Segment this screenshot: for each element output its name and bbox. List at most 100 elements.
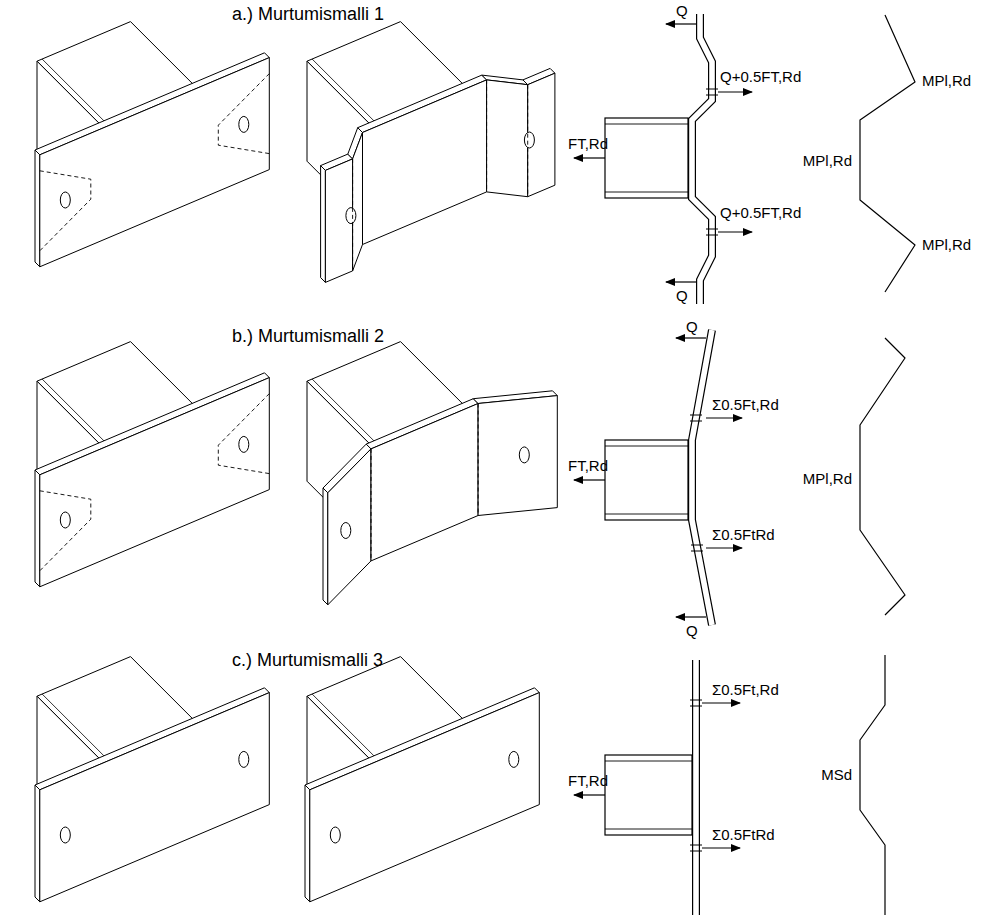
force-arrow <box>676 616 706 617</box>
force-arrow <box>702 702 740 703</box>
plate-front-face <box>328 449 371 605</box>
bolt-mark <box>706 95 718 96</box>
tube-wall-line <box>42 379 106 443</box>
force-label: Q+0.5FT,Rd <box>720 204 801 221</box>
plate-front-face <box>310 693 540 902</box>
yield-line <box>527 85 528 197</box>
panel-title: a.) Murtumismalli 1 <box>232 4 384 25</box>
bolt-mark <box>690 415 702 416</box>
yield-line <box>486 80 487 192</box>
force-arrow <box>706 547 742 548</box>
bolt-hole <box>239 116 249 132</box>
yield-line <box>362 133 363 245</box>
tube-wall-line <box>42 694 106 758</box>
bolt-mark <box>706 89 718 90</box>
force-label: MPl,Rd <box>922 72 971 89</box>
force-label: MPl,Rd <box>803 152 852 169</box>
force-label: FT,Rd <box>568 772 608 789</box>
bolt-hole <box>524 132 534 148</box>
force-label: Σ0.5FtRd <box>712 526 775 543</box>
force-arrow <box>702 847 740 848</box>
tube-section <box>605 755 692 835</box>
plate-end-face <box>305 785 310 902</box>
force-label: FT,Rd <box>568 457 608 474</box>
force-arrow <box>676 337 706 338</box>
panel-title: c.) Murtumismalli 3 <box>232 650 383 671</box>
force-label: MSd <box>821 766 852 783</box>
plate-end-face <box>35 785 40 902</box>
force-label: Q+0.5FT,Rd <box>720 68 801 85</box>
force-arrow <box>706 417 742 418</box>
tube-wall-line <box>312 379 376 443</box>
force-label: Q <box>686 622 698 639</box>
force-label: FT,Rd <box>568 135 608 152</box>
bolt-hole <box>330 827 340 843</box>
bolt-mark <box>690 706 702 707</box>
panel-title: b.) Murtumismalli 2 <box>232 326 384 347</box>
tube-section <box>605 118 688 198</box>
bolt-hole <box>60 827 70 843</box>
tube-wall-line <box>605 514 688 515</box>
tube-wall-line <box>42 59 106 123</box>
bolt-hole <box>519 447 529 463</box>
force-arrow <box>574 157 605 158</box>
bolt-mark <box>690 851 702 852</box>
plate-section <box>692 330 712 625</box>
yield-line <box>40 491 91 571</box>
bolt-hole <box>346 208 356 224</box>
force-label: Q <box>686 318 698 335</box>
plate-section-fill <box>693 660 699 915</box>
yield-line <box>478 404 479 516</box>
force-label: Σ0.5Ft,Rd <box>712 681 779 698</box>
plate-front-face <box>40 693 269 902</box>
bolt-mark <box>690 421 702 422</box>
force-arrow <box>574 794 605 795</box>
force-arrow <box>574 479 605 480</box>
yield-line <box>352 159 353 271</box>
tube-section <box>605 440 688 520</box>
bolt-mark <box>690 845 702 846</box>
plate-section <box>692 14 712 304</box>
force-label: MPl,Rd <box>922 236 971 253</box>
force-arrow <box>718 91 752 92</box>
bolt-mark <box>691 545 703 546</box>
plate-end-face <box>35 150 40 267</box>
plate-front-face <box>40 378 269 587</box>
force-label: Q <box>676 2 688 19</box>
plate-section-fill <box>692 14 712 304</box>
force-label: Σ0.5Ft,Rd <box>712 396 779 413</box>
yield-line <box>218 394 269 474</box>
bolt-mark <box>706 235 718 236</box>
bolt-hole <box>239 751 249 767</box>
yield-line <box>40 171 91 251</box>
tube-wall-line <box>605 124 688 125</box>
tube-wall-line <box>312 59 376 123</box>
moment-diagram <box>860 655 885 915</box>
force-arrow <box>666 23 696 24</box>
bolt-hole <box>341 523 351 539</box>
moment-diagram <box>860 338 905 615</box>
plate-front-face <box>353 133 363 271</box>
bolt-hole <box>60 512 70 528</box>
tube-wall-line <box>605 761 692 762</box>
tube-wall-line <box>605 829 692 830</box>
tube-wall-line <box>605 192 688 193</box>
plate-front-face <box>478 396 557 516</box>
force-label: MPl,Rd <box>803 470 852 487</box>
plate-front-face <box>487 80 528 197</box>
plate-end-face <box>35 470 40 587</box>
yield-line <box>218 74 269 154</box>
moment-diagram <box>860 15 915 292</box>
force-label: Σ0.5FtRd <box>712 826 775 843</box>
plate-front-face <box>40 58 269 267</box>
tube-wall-line <box>312 694 376 758</box>
plate-end-face <box>321 166 326 283</box>
bolt-mark <box>691 551 703 552</box>
yield-line <box>371 449 372 561</box>
bolt-mark <box>690 700 702 701</box>
bolt-hole <box>509 751 519 767</box>
bolt-mark <box>706 229 718 230</box>
plate-section <box>692 660 700 915</box>
bolt-hole <box>239 436 249 452</box>
tube-wall-line <box>605 446 688 447</box>
